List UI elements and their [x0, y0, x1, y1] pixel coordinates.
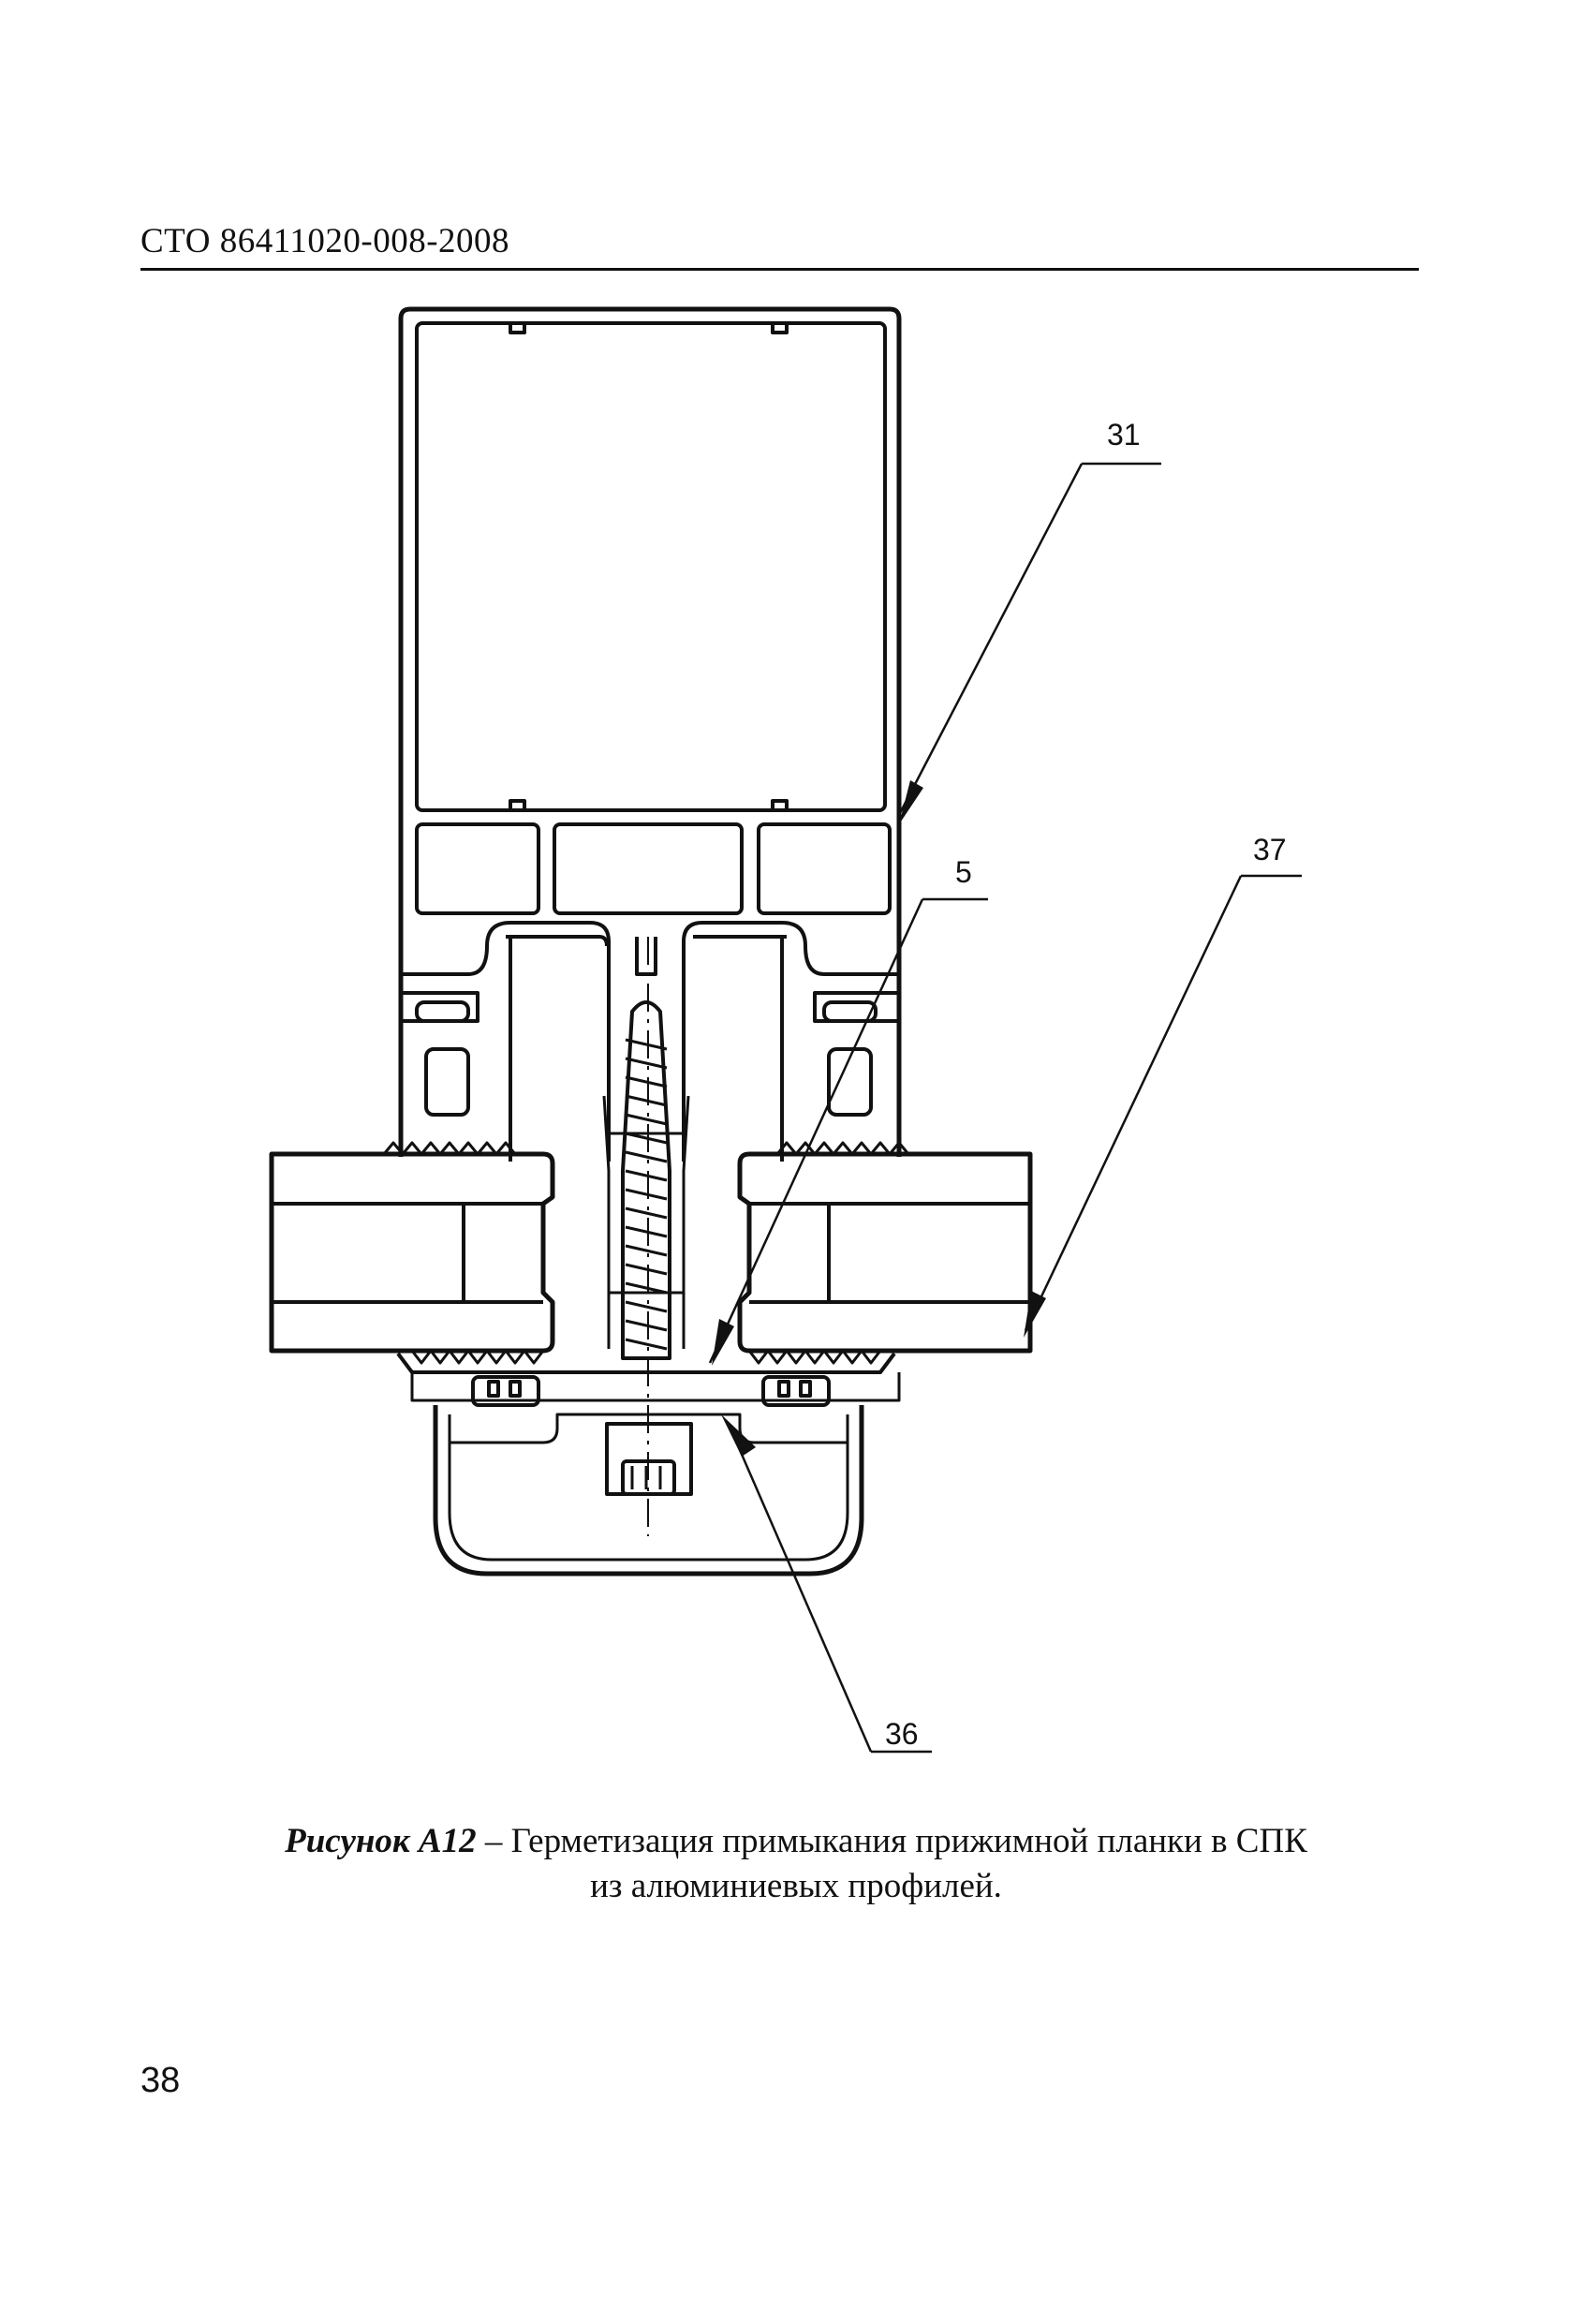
glass-panel-right — [737, 1151, 1033, 1354]
gasket-upper-left — [382, 1141, 517, 1156]
gasket-lower-right — [747, 1349, 882, 1365]
figure-caption: Рисунок А12 – Герметизация примыкания пр… — [234, 1819, 1358, 1909]
caption-line-1: Рисунок А12 – Герметизация примыкания пр… — [234, 1819, 1358, 1864]
leader-5 — [708, 898, 924, 1364]
center-chamber — [553, 822, 744, 915]
gasket-lower-left — [410, 1349, 545, 1365]
callout-5: 5 — [955, 855, 972, 889]
side-chamber-right — [757, 822, 892, 915]
plate-clip-left — [471, 1375, 540, 1407]
plate-clip-right — [761, 1375, 831, 1407]
gasket-upper-right — [775, 1141, 910, 1156]
page-number: 38 — [140, 2061, 181, 2100]
leader-37 — [1024, 875, 1243, 1331]
leader-36 — [729, 1428, 873, 1753]
caption-dash: – — [476, 1822, 511, 1860]
side-chamber-left — [415, 822, 540, 915]
gasket-groove-right — [813, 991, 897, 1023]
callout-31: 31 — [1107, 418, 1141, 451]
callout-37: 37 — [1253, 833, 1287, 866]
caption-text-line1: Герметизация примыкания прижимной планки… — [510, 1822, 1307, 1860]
document-code: СТО 86411020-008-2008 — [140, 222, 510, 260]
pressure-plate — [396, 1352, 896, 1374]
arrow-37 — [1024, 1291, 1046, 1338]
callout-36: 36 — [885, 1717, 919, 1751]
caption-text-line2: из алюминиевых профилей. — [590, 1867, 1002, 1905]
technical-drawing: 31 37 5 36 — [269, 306, 1302, 1754]
arrow-36 — [721, 1414, 756, 1457]
inner-channel — [401, 921, 611, 1162]
leader-31 — [897, 463, 1084, 816]
screw — [621, 1000, 671, 1360]
main-chamber — [415, 321, 887, 812]
arrow-5 — [712, 1319, 734, 1366]
glass-panel-left — [269, 1151, 555, 1354]
arrow-31 — [899, 780, 923, 824]
cover-cap — [433, 1405, 864, 1576]
mullion-profile — [398, 306, 902, 1157]
header-rule — [140, 268, 1419, 271]
caption-label: Рисунок А12 — [285, 1822, 477, 1860]
